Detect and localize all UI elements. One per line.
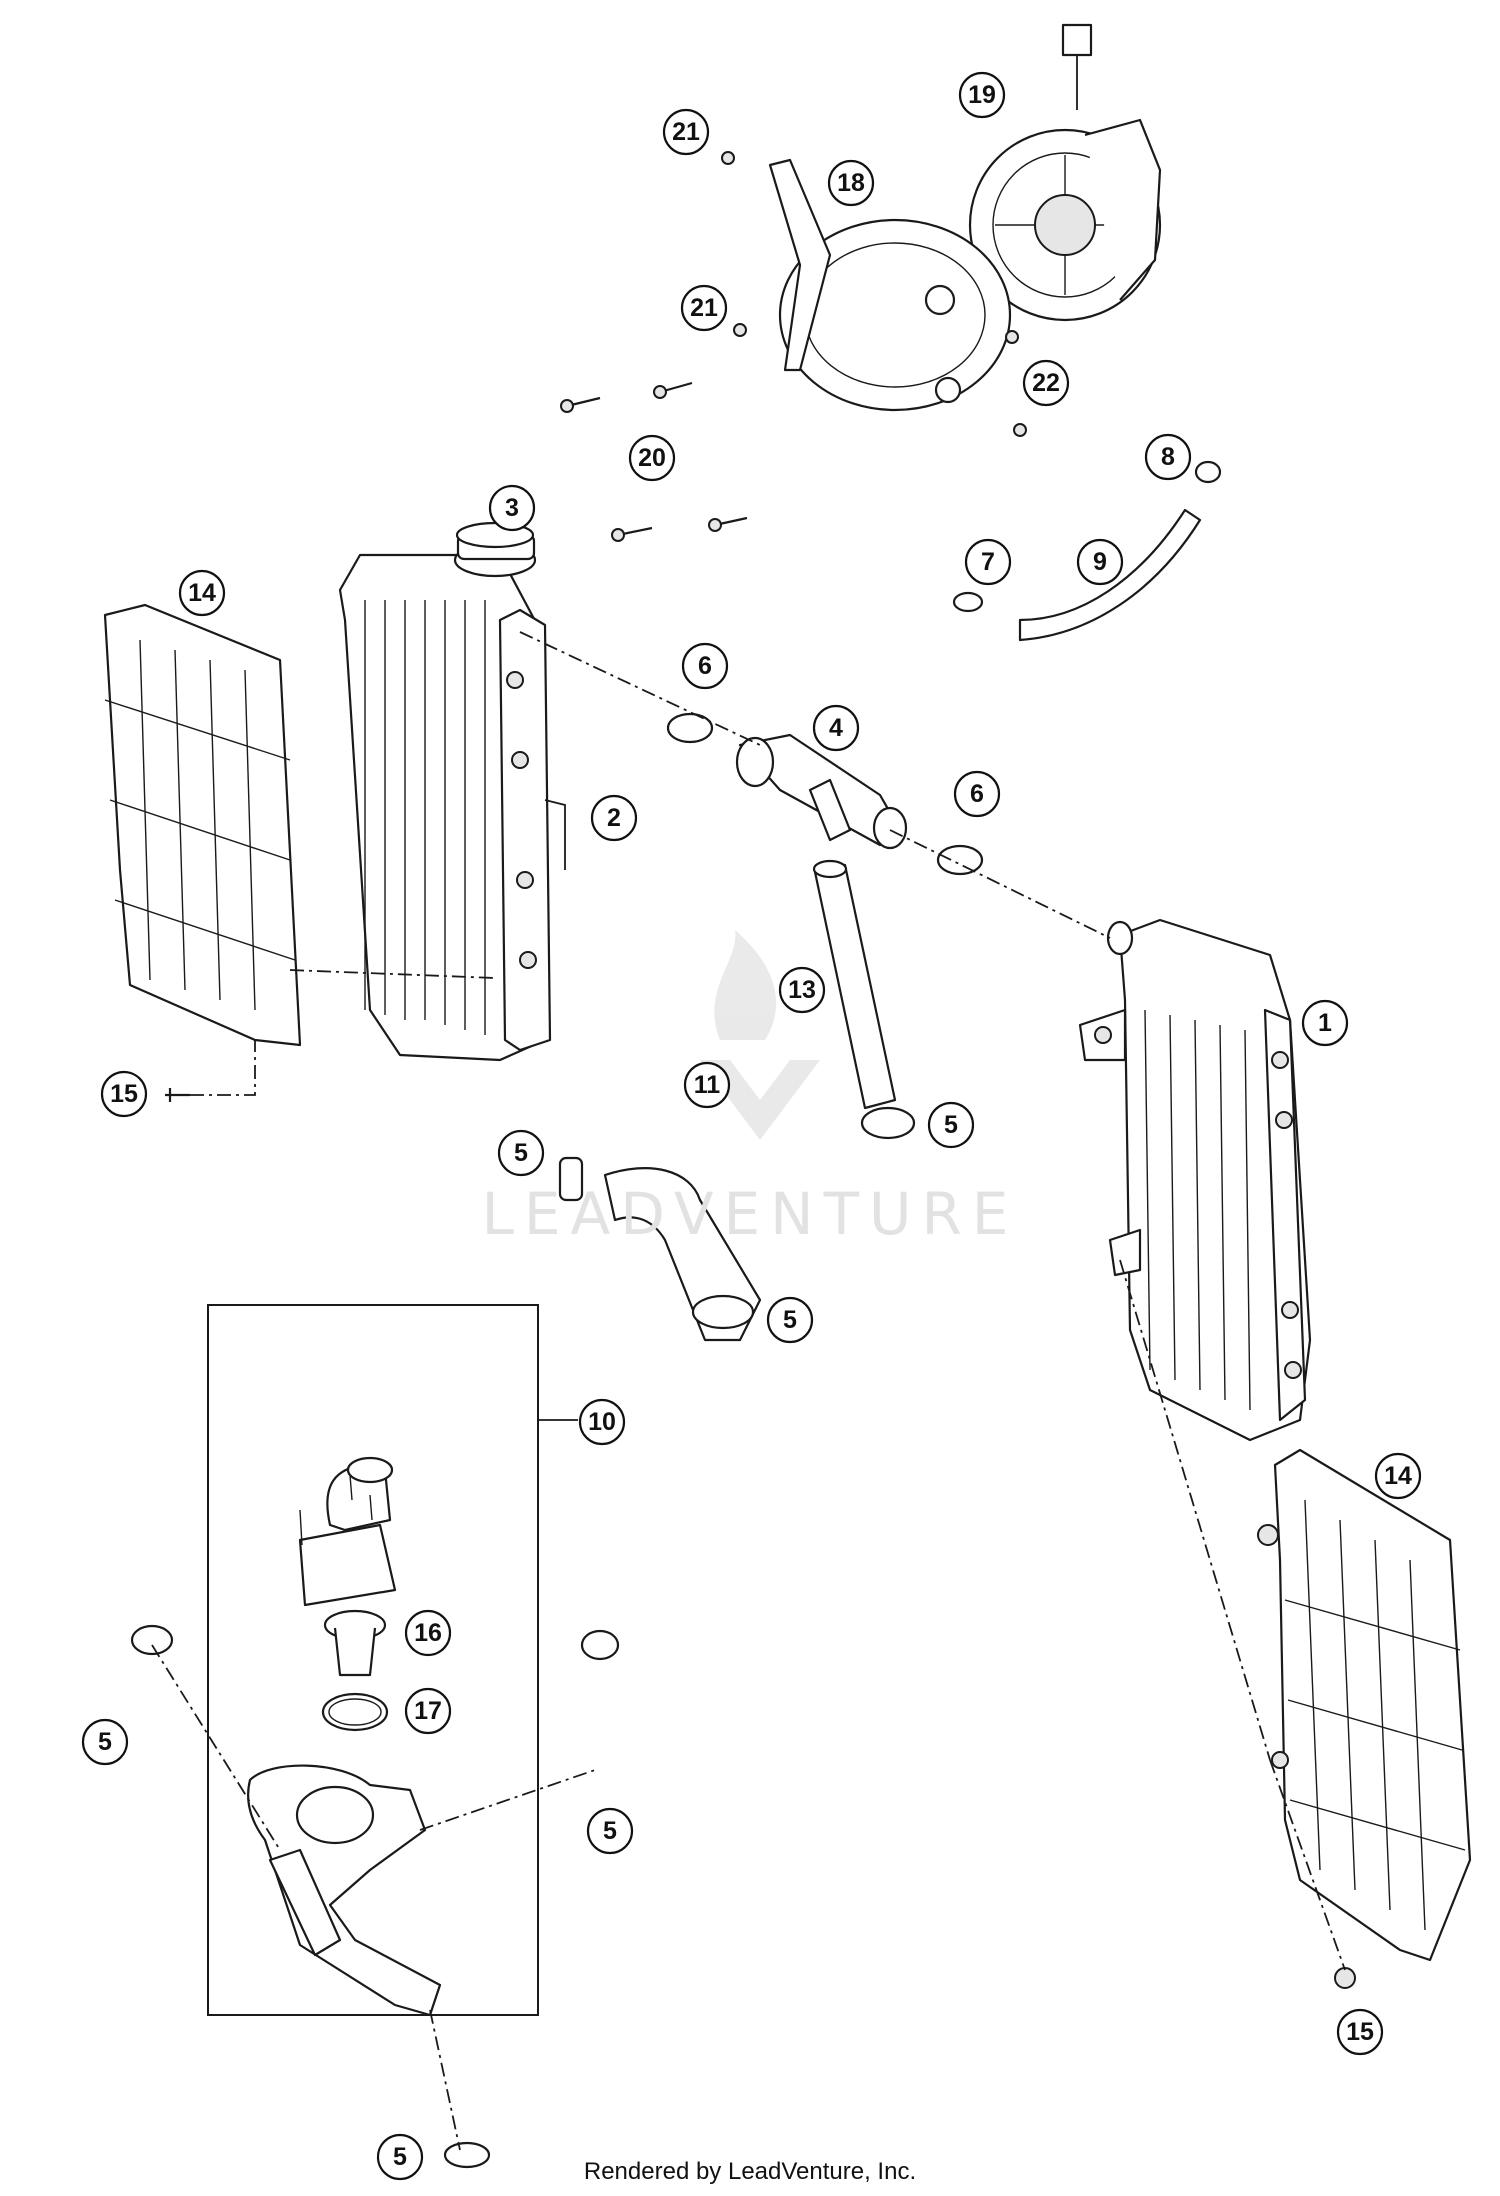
radiator-cap [453,521,537,578]
t-piece [735,733,908,850]
svg-text:5: 5 [603,1817,617,1845]
callout-15-left: 15 [100,1070,148,1118]
svg-text:6: 6 [698,652,712,680]
callout-13: 13 [778,966,826,1014]
callout-3: 3 [488,484,536,532]
svg-text:21: 21 [672,118,700,146]
hose-clamp-6-b [936,844,984,876]
callout-21-b: 21 [680,284,728,332]
callout-16: 16 [404,1609,452,1657]
callout-20: 20 [628,434,676,482]
hose-clamp-set [130,460,1222,2169]
fan-motor [968,23,1162,322]
callout-22: 22 [1022,359,1070,407]
svg-text:11: 11 [694,1071,721,1099]
radiator-shroud-right [1257,1448,1472,1962]
svg-text:18: 18 [837,169,865,197]
o-ring [321,1692,389,1732]
svg-text:22: 22 [1032,369,1060,397]
svg-text:5: 5 [514,1139,528,1167]
watermark-text: LEADVENTURE [481,1180,1019,1248]
callout-19: 19 [958,71,1006,119]
radiator-shroud-left [103,603,302,1047]
svg-text:15: 15 [110,1080,138,1108]
svg-text:3: 3 [505,494,519,522]
callout-21-a: 21 [662,108,710,156]
callout-5-b: 5 [927,1101,975,1149]
svg-text:14: 14 [1384,1462,1412,1490]
callout-5-c: 5 [766,1296,814,1344]
svg-text:15: 15 [1346,2018,1374,2046]
fan-shroud-bracket [768,158,1012,412]
svg-text:14: 14 [188,579,216,607]
callout-6-a: 6 [681,642,729,690]
svg-text:9: 9 [1093,548,1107,576]
callout-7: 7 [964,538,1012,586]
callout-4: 4 [812,704,860,752]
callout-17: 17 [404,1687,452,1735]
thermostat-housing [298,1456,397,1607]
watermark-logo [700,930,820,1140]
svg-text:10: 10 [588,1408,616,1436]
callout-2: 2 [590,794,638,842]
callout-5-a: 5 [497,1129,545,1177]
breather-hose [1018,508,1202,642]
svg-text:19: 19 [968,81,996,109]
svg-text:5: 5 [944,1111,958,1139]
radiator-left [338,553,566,1062]
svg-text:17: 17 [414,1697,442,1725]
callout-10: 10 [578,1398,626,1446]
screw-set [560,151,1027,542]
svg-text:5: 5 [98,1728,112,1756]
callout-9: 9 [1076,538,1124,586]
radiator-right [1078,918,1312,1442]
svg-text:2: 2 [607,804,621,832]
callout-11: 11 [683,1061,731,1109]
callout-14-right: 14 [1374,1452,1422,1500]
footer-credit: Rendered by LeadVenture, Inc. [583,2158,917,2185]
svg-text:1: 1 [1318,1009,1332,1037]
callout-18: 18 [827,159,875,207]
callout-1: 1 [1301,999,1349,1047]
callout-5-e: 5 [586,1807,634,1855]
callout-5-d: 5 [81,1718,129,1766]
svg-text:20: 20 [638,444,666,472]
svg-text:7: 7 [981,548,995,576]
svg-text:21: 21 [690,294,718,322]
thermostat [323,1609,387,1677]
svg-text:5: 5 [783,1306,797,1334]
svg-text:4: 4 [829,714,843,742]
callout-8: 8 [1144,433,1192,481]
svg-text:8: 8 [1161,443,1175,471]
thermostat-hose-assembly [247,1764,442,2017]
connecting-tube [812,859,897,1110]
callout-6-b: 6 [953,770,1001,818]
thermostat-kit-box [207,1304,578,2016]
callout-14-left: 14 [178,569,226,617]
callout-15-right: 15 [1336,2008,1384,2056]
hose-clamp-6-a [666,712,714,744]
leader-lines [151,631,1346,2151]
svg-text:13: 13 [788,976,816,1004]
svg-text:6: 6 [970,780,984,808]
svg-text:5: 5 [393,2143,407,2171]
svg-text:16: 16 [414,1619,442,1647]
callout-5-f: 5 [376,2133,424,2181]
